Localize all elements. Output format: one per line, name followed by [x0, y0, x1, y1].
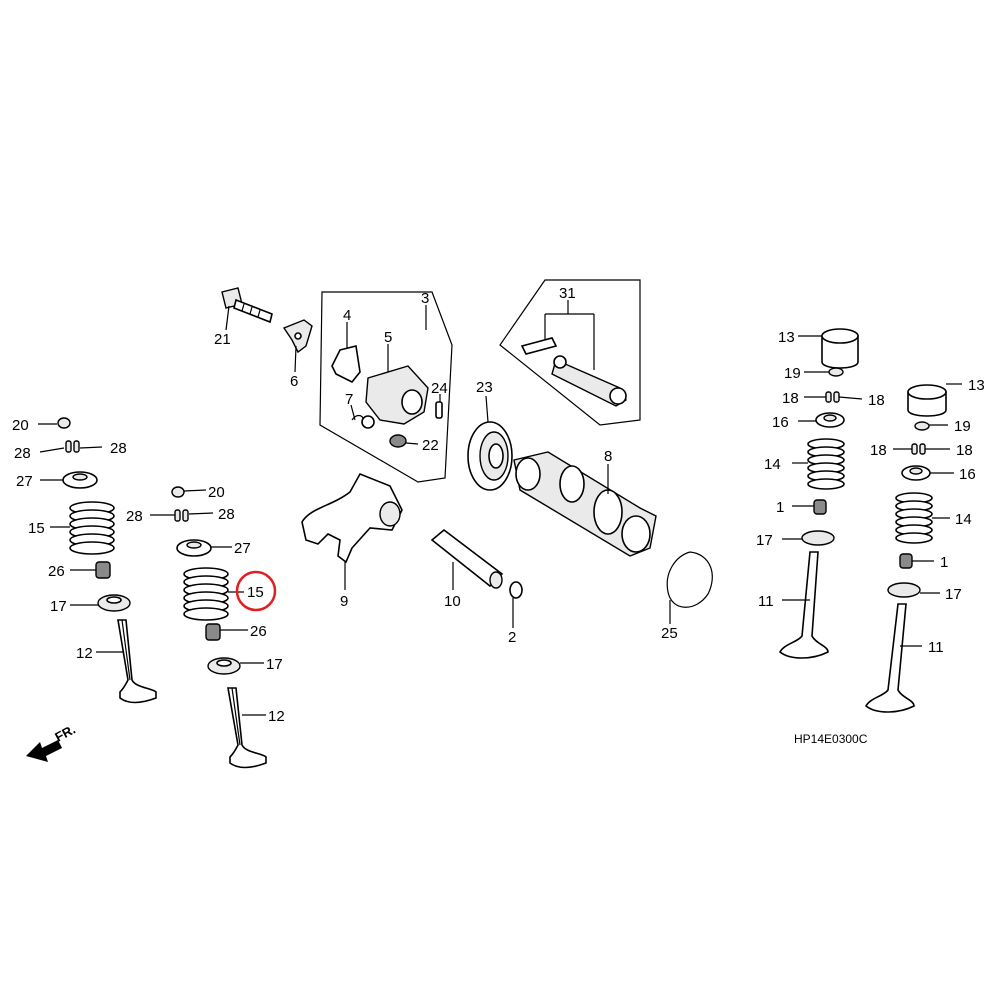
callout-25: 25	[661, 625, 678, 642]
callout-28: 28	[126, 508, 143, 525]
callout-20: 20	[208, 484, 225, 501]
circlip-25	[666, 551, 713, 608]
part-24	[435, 401, 443, 419]
callout-12: 12	[76, 645, 93, 662]
front-direction-arrow: FR.	[26, 722, 78, 762]
callout-26: 26	[48, 563, 65, 580]
spring-right-b	[895, 492, 933, 544]
part-5	[365, 365, 429, 425]
highlight-circle	[235, 570, 277, 612]
callout-17: 17	[756, 532, 773, 549]
callout-17: 17	[945, 586, 962, 603]
callout-6: 6	[290, 373, 298, 390]
callout-11: 11	[928, 639, 944, 656]
callout-16: 16	[959, 466, 976, 483]
callout-28: 28	[110, 440, 127, 457]
callout-28: 28	[218, 506, 235, 523]
callout-19: 19	[784, 365, 801, 382]
callout-18: 18	[868, 392, 885, 409]
callout-14: 14	[955, 511, 972, 528]
callout-15: 15	[28, 520, 45, 537]
callout-labels: 20 28 28 27 15 26 17 12 20 28 28 27 15 2…	[12, 285, 985, 725]
callout-31: 31	[559, 285, 576, 302]
leader-lines	[38, 300, 962, 716]
rocker-shaft-10	[430, 528, 504, 589]
callout-17: 17	[266, 656, 283, 673]
callout-4: 4	[343, 307, 351, 324]
spring-right-a	[807, 438, 845, 490]
callout-8: 8	[604, 448, 612, 465]
callout-20: 20	[12, 417, 29, 434]
callout-1: 1	[940, 554, 948, 571]
o-ring-2	[509, 581, 523, 599]
callout-13: 13	[968, 377, 985, 394]
callout-16: 16	[772, 414, 789, 431]
callout-21: 21	[214, 331, 231, 348]
spring-left-b	[183, 567, 229, 621]
diagram-code: HP14E0300C	[794, 732, 868, 746]
callout-9: 9	[340, 593, 348, 610]
assembly-frame-31	[499, 279, 641, 426]
part-6	[282, 319, 313, 354]
callout-23: 23	[476, 379, 493, 396]
callout-27: 27	[234, 540, 251, 557]
bolt-21	[221, 287, 273, 324]
callout-22: 22	[422, 437, 439, 454]
bearing-23	[467, 421, 513, 491]
rocker-arm-9	[301, 472, 403, 564]
callout-3: 3	[421, 290, 429, 307]
part-22	[389, 434, 407, 448]
callout-13: 13	[778, 329, 795, 346]
right-valve-group-b	[864, 384, 947, 713]
assembly-frame-3	[319, 291, 453, 483]
callout-12: 12	[268, 708, 285, 725]
callout-28: 28	[14, 445, 31, 462]
part-7	[351, 414, 375, 429]
callout-18: 18	[870, 442, 887, 459]
right-valve-group-a	[778, 328, 859, 659]
callout-7: 7	[345, 391, 353, 408]
callout-14: 14	[764, 456, 781, 473]
camshaft-8	[513, 451, 657, 557]
left-valve-group-b	[171, 486, 267, 769]
callout-19: 19	[954, 418, 971, 435]
callout-17: 17	[50, 598, 67, 615]
spring-left-a	[69, 501, 115, 555]
callout-26: 26	[250, 623, 267, 640]
callout-27: 27	[16, 473, 33, 490]
callout-18: 18	[782, 390, 799, 407]
part-31	[520, 337, 627, 407]
callout-1: 1	[776, 499, 784, 516]
part-4	[331, 345, 361, 384]
callout-15-highlighted[interactable]: 15	[247, 584, 264, 601]
callout-2: 2	[508, 629, 516, 646]
callout-11: 11	[758, 593, 774, 610]
callout-18: 18	[956, 442, 973, 459]
callout-10: 10	[444, 593, 461, 610]
callout-5: 5	[384, 329, 392, 346]
callout-24: 24	[431, 380, 448, 397]
left-valve-group-a	[57, 417, 157, 704]
